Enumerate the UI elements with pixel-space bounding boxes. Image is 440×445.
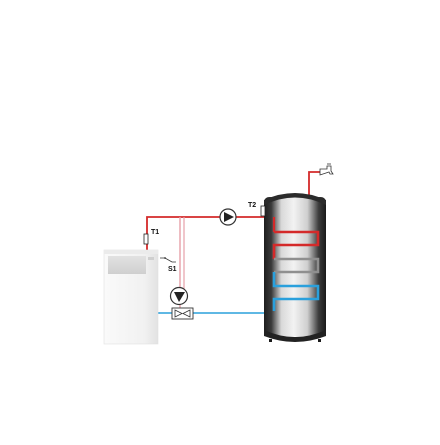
label-t2: T2 (248, 202, 256, 209)
boiler-pump (169, 286, 189, 306)
circulation-pump (219, 208, 237, 226)
heating-coil (272, 217, 320, 311)
label-t1: T1 (151, 229, 159, 236)
storage-tank (264, 193, 326, 342)
mixing-valve (171, 307, 194, 320)
boiler-display-indicator (148, 257, 154, 260)
valve-icon (174, 309, 183, 318)
sensor-t2: T2 (248, 202, 266, 217)
hot-water-tap (319, 163, 334, 176)
faucet-icon (319, 165, 334, 176)
thermometer-icon (143, 233, 149, 245)
switch-s1: S1 (160, 257, 177, 273)
thermometer-icon (260, 205, 266, 217)
label-s1: S1 (168, 266, 177, 273)
tank-foot-right (318, 339, 321, 342)
switch-icon (160, 257, 176, 263)
sensor-t1: T1 (143, 229, 159, 245)
boiler-control-panel (108, 256, 146, 274)
tank-foot-left (269, 339, 272, 342)
boiler-unit (103, 249, 159, 345)
